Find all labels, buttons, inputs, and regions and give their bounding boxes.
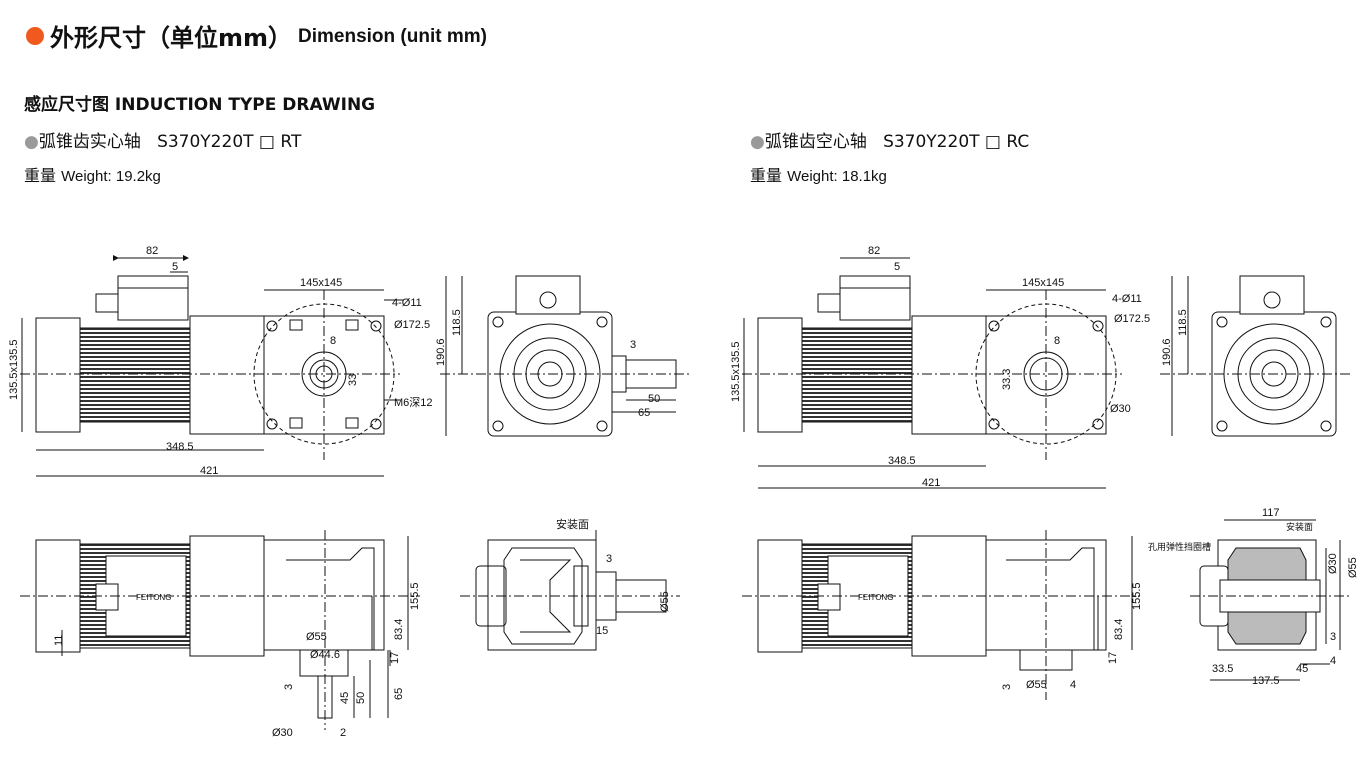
dim-3b: 3	[606, 553, 612, 565]
product-model: S370Y220T □ RT	[157, 132, 302, 152]
dim-4: 4	[1070, 679, 1076, 691]
dim-17: 17	[389, 652, 401, 664]
dim-17: 17	[1107, 652, 1119, 664]
product-right-model: ●弧锥齿空心轴 S370Y220T □ RC	[750, 127, 1029, 152]
right-bottom-side-view	[742, 530, 1140, 700]
dim-145x145: 145x145	[1022, 277, 1064, 289]
dim-pcd: Ø172.5	[1114, 313, 1150, 325]
product-name: 弧锥齿空心轴	[764, 132, 867, 152]
dim-82: 82	[146, 245, 158, 257]
dim-5: 5	[894, 261, 900, 273]
dim-83-4: 83.4	[393, 619, 405, 640]
dim-55-shaft: Ø55	[306, 631, 327, 643]
left-bottom-end-view	[460, 530, 680, 651]
left-top-side-view	[20, 255, 404, 477]
left-bottom-side-view	[20, 530, 420, 730]
dim-key-width: 8	[1054, 335, 1060, 347]
dim-15: 15	[596, 625, 608, 637]
dim-421: 421	[200, 465, 218, 477]
header-title-cn: 外形尺寸（单位mm）	[50, 24, 293, 52]
dim-bore: Ø30	[1110, 403, 1131, 415]
dim-50: 50	[648, 393, 660, 405]
dim-2: 2	[340, 727, 346, 739]
brand-plate: FEITONG	[136, 593, 171, 602]
dim-4-holes: 4-Ø11	[1112, 293, 1142, 305]
weight-label-cn: 重量	[24, 166, 57, 185]
page-header: 外形尺寸（单位mm） Dimension (unit mm)	[26, 18, 487, 53]
product-left-model: ●弧锥齿实心轴 S370Y220T □ RT	[24, 127, 301, 152]
right-top-end-view	[1160, 275, 1352, 437]
brand-plate: FEITONG	[858, 593, 893, 602]
product-right-weight: 重量 Weight: 18.1kg	[750, 162, 887, 186]
dim-45: 45	[1296, 663, 1308, 675]
product-model: S370Y220T □ RC	[883, 132, 1030, 152]
dim-137-5: 137.5	[1252, 675, 1280, 687]
dim-4b: 4	[1330, 655, 1336, 667]
dim-135-5: 135.5x135.5	[8, 339, 20, 400]
left-top-end-view	[440, 275, 690, 437]
dim-3: 3	[1001, 684, 1013, 690]
weight-label-cn: 重量	[750, 166, 783, 185]
dim-117: 117	[1262, 507, 1280, 519]
dim-65b: 65	[393, 688, 405, 700]
dim-tap: M6深12	[394, 396, 433, 409]
dim-55-bore: Ø55	[1026, 679, 1047, 691]
dim-30-bore: Ø30	[1327, 553, 1339, 574]
gray-bullet-icon: ●	[24, 132, 39, 152]
product-left-weight: 重量 Weight: 19.2kg	[24, 162, 161, 186]
dim-348-5: 348.5	[166, 441, 194, 453]
dim-118-5: 118.5	[1177, 309, 1189, 336]
dim-33-5: 33.5	[1212, 663, 1233, 675]
dim-33: 33	[347, 374, 359, 386]
dim-50b: 50	[355, 692, 367, 704]
retaining-ring-label: 孔用弹性挡圈槽	[1148, 541, 1211, 552]
dim-155-5: 155.5	[409, 582, 421, 610]
dim-pcd: Ø172.5	[394, 319, 430, 331]
orange-bullet-icon	[26, 26, 44, 45]
weight-value: Weight: 18.1kg	[787, 168, 887, 185]
dim-82: 82	[868, 245, 880, 257]
dim-11: 11	[53, 635, 65, 646]
dim-key-width: 8	[330, 335, 336, 347]
dim-190-6: 190.6	[1161, 338, 1173, 366]
right-bottom-end-view	[1190, 519, 1350, 681]
dim-30-shaft: Ø30	[272, 727, 293, 739]
dim-44-6: Ø44.6	[310, 649, 340, 661]
gray-bullet-icon: ●	[750, 132, 765, 152]
dim-45: 45	[339, 692, 351, 704]
dim-5: 5	[172, 261, 178, 273]
dim-55-end: Ø55	[1347, 557, 1359, 578]
dim-3c: 3	[283, 684, 295, 690]
mount-surface-label: 安装面	[556, 517, 589, 531]
dim-55-end: Ø55	[659, 591, 671, 612]
dim-118-5: 118.5	[451, 309, 463, 336]
header-title-en: Dimension (unit mm)	[298, 26, 487, 47]
dim-421: 421	[922, 477, 940, 489]
dim-135-5: 135.5x135.5	[730, 341, 742, 402]
dim-4-holes: 4-Ø11	[392, 297, 422, 309]
dim-3: 3	[630, 339, 636, 351]
dim-348-5: 348.5	[888, 455, 916, 467]
dim-155-5: 155.5	[1131, 582, 1143, 610]
weight-value: Weight: 19.2kg	[61, 168, 161, 185]
dim-65: 65	[638, 407, 650, 419]
dim-3b: 3	[1330, 631, 1336, 643]
dim-190-6: 190.6	[435, 338, 447, 366]
dim-33-3: 33.3	[1001, 369, 1013, 390]
mount-surface-label: 安装面	[1286, 521, 1313, 532]
dim-83-4: 83.4	[1113, 619, 1125, 640]
dim-145x145: 145x145	[300, 277, 342, 289]
product-name: 弧锥齿实心轴	[38, 132, 141, 152]
section-title: 感应尺寸图 INDUCTION TYPE DRAWING	[24, 95, 376, 115]
right-top-side-view	[742, 257, 1122, 489]
